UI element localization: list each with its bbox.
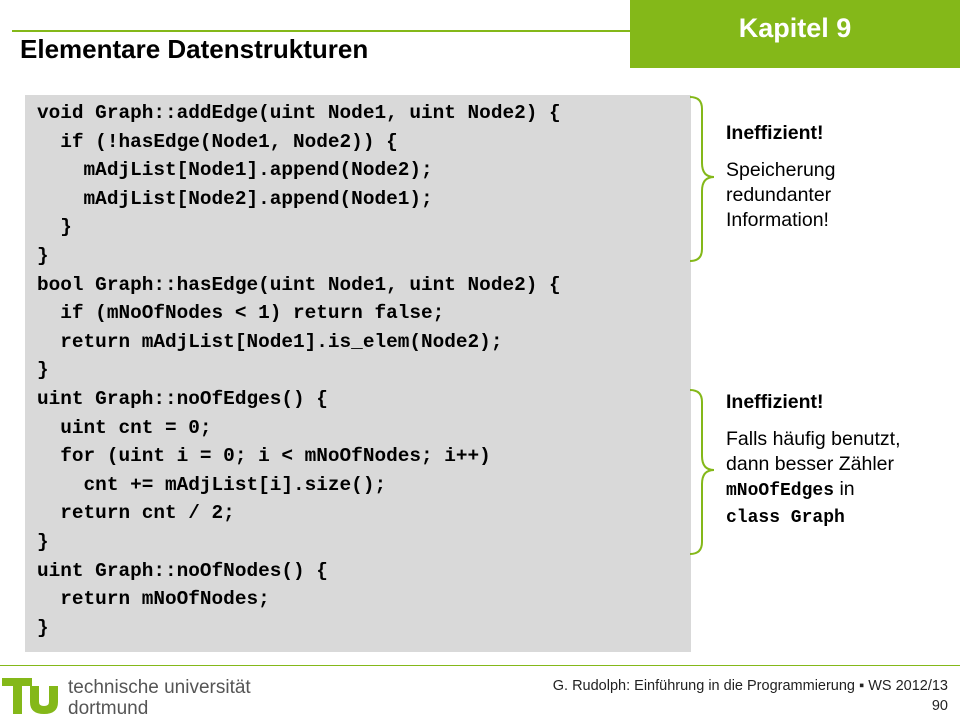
code-line: bool Graph::hasEdge(uint Node1, uint Nod…	[37, 273, 561, 296]
code-line: return mAdjList[Node1].is_elem(Node2);	[37, 330, 503, 353]
code-line: return mNoOfNodes;	[37, 588, 270, 611]
chapter-label: Kapitel 9	[738, 13, 852, 43]
code-line: return cnt / 2;	[37, 502, 235, 525]
code-line: }	[37, 616, 49, 639]
note-redundancy-line3: Information!	[726, 209, 829, 231]
code-line: cnt += mAdjList[i].size();	[37, 473, 387, 496]
code-line: }	[37, 216, 72, 239]
code-line: if (!hasEdge(Node1, Node2)) {	[37, 130, 398, 153]
brace-2	[689, 389, 715, 555]
code-line: mAdjList[Node1].append(Node2);	[37, 159, 433, 182]
code-line: if (mNoOfNodes < 1) return false;	[37, 302, 445, 325]
code-line: }	[37, 359, 49, 382]
slide-title: Elementare Datenstrukturen	[20, 34, 369, 64]
code-block	[25, 95, 691, 652]
chapter-badge: Kapitel 9	[630, 0, 960, 68]
footer-credit-text: G. Rudolph: Einführung in die Programmie…	[552, 678, 948, 694]
code-line: for (uint i = 0; i < mNoOfNodes; i++)	[37, 445, 491, 468]
code-line: mAdjList[Node2].append(Node1);	[37, 187, 433, 210]
note-edge-counter-line2: dann besser Zähler	[726, 453, 895, 475]
university-name-line2: dortmund	[68, 698, 149, 719]
footer-credit: G. Rudolph: Einführung in die Programmie…	[553, 676, 948, 716]
note-redundancy-heading: Ineffizient!	[726, 122, 824, 144]
note-edge-counter-line1: Falls häufig benutzt,	[726, 428, 901, 450]
note-edge-counter-in: in	[834, 478, 855, 500]
note-edge-counter-heading: Ineffizient!	[726, 391, 824, 413]
code-line: uint cnt = 0;	[37, 416, 212, 439]
code-listing: void Graph::addEdge(uint Node1, uint Nod…	[37, 99, 561, 642]
code-line: uint Graph::noOfNodes() {	[37, 559, 328, 582]
university-name-line1: technische universität	[68, 677, 251, 698]
note-redundancy: Ineffizient! Speicherung redundanter Inf…	[726, 121, 836, 233]
university-name: technische universität dortmund	[68, 677, 251, 719]
note-edge-counter: Ineffizient! Falls häufig benutzt, dann …	[726, 390, 901, 531]
note-edge-counter-line3: mNoOfEdges in	[726, 477, 901, 504]
code-line: }	[37, 530, 49, 553]
note-redundancy-line1: Speicherung	[726, 159, 836, 181]
footer-line	[0, 665, 960, 666]
note-redundancy-line2: redundanter	[726, 184, 832, 206]
note-edge-counter-line4: class Graph	[726, 504, 901, 531]
code-line: }	[37, 244, 49, 267]
header-underline	[12, 30, 630, 32]
note-code-class-graph: class Graph	[726, 508, 845, 528]
code-line: uint Graph::noOfEdges() {	[37, 387, 328, 410]
note-code-mnoofedges: mNoOfEdges	[726, 481, 835, 501]
page-number: 90	[931, 698, 948, 714]
brace-1	[689, 96, 715, 262]
tu-logo-icon	[2, 678, 58, 714]
code-line: void Graph::addEdge(uint Node1, uint Nod…	[37, 102, 561, 124]
